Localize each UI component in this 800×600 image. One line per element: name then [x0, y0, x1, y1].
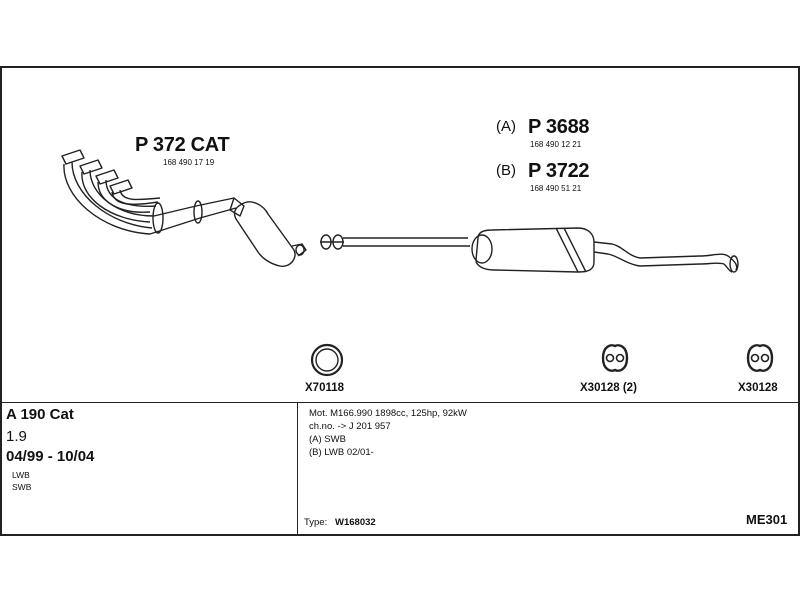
- rear-a-ref: (A): [496, 118, 516, 135]
- sheet-border: [0, 66, 800, 536]
- connecting-pipe: [320, 234, 470, 250]
- vehicle-period: 04/99 - 10/04: [6, 448, 95, 465]
- rubber-hanger-icon: [746, 344, 774, 372]
- detail-line: (A) SWB: [309, 434, 346, 445]
- detail-line: (B) LWB 02/01-: [309, 447, 374, 458]
- rear-a-part-number: P 3688: [528, 116, 590, 138]
- diagram-code: ME301: [746, 512, 788, 527]
- rear-b-part-number: P 3722: [528, 160, 590, 182]
- vertical-divider: [297, 402, 298, 536]
- vehicle-variant: SWB: [12, 482, 32, 492]
- vehicle-engine: 1.9: [6, 428, 27, 445]
- exhaust-manifold: [61, 149, 237, 235]
- rear-b-oem-number: 168 490 51 21: [530, 184, 582, 193]
- detail-line: ch.no. -> J 201 957: [309, 421, 391, 432]
- detail-line: Mot. M166.990 1898cc, 125hp, 92kW: [309, 408, 467, 419]
- ring-gasket-icon: [310, 343, 344, 377]
- rear-silencer: [471, 227, 739, 273]
- rear-b-ref: (B): [496, 162, 516, 179]
- fitting-label: X30128 (2): [580, 382, 637, 394]
- type-value: W168032: [335, 517, 376, 528]
- vehicle-variant: LWB: [12, 470, 30, 480]
- front-part-number: P 372 CAT: [135, 134, 230, 156]
- rear-a-oem-number: 168 490 12 21: [530, 140, 582, 149]
- horizontal-divider: [0, 402, 800, 403]
- exhaust-drawing: [61, 149, 774, 377]
- type-label: Type:: [304, 517, 328, 528]
- fitting-label: X70118: [305, 382, 345, 394]
- exhaust-system-sheet: P 372 CAT 168 490 17 19 (A) P 3688 168 4…: [0, 66, 800, 536]
- rubber-hanger-icon: [601, 344, 629, 372]
- front-oem-number: 168 490 17 19: [163, 158, 215, 167]
- vehicle-model: A 190 Cat: [6, 406, 74, 423]
- catalytic-converter: [229, 197, 307, 267]
- fitting-label: X30128: [738, 382, 778, 394]
